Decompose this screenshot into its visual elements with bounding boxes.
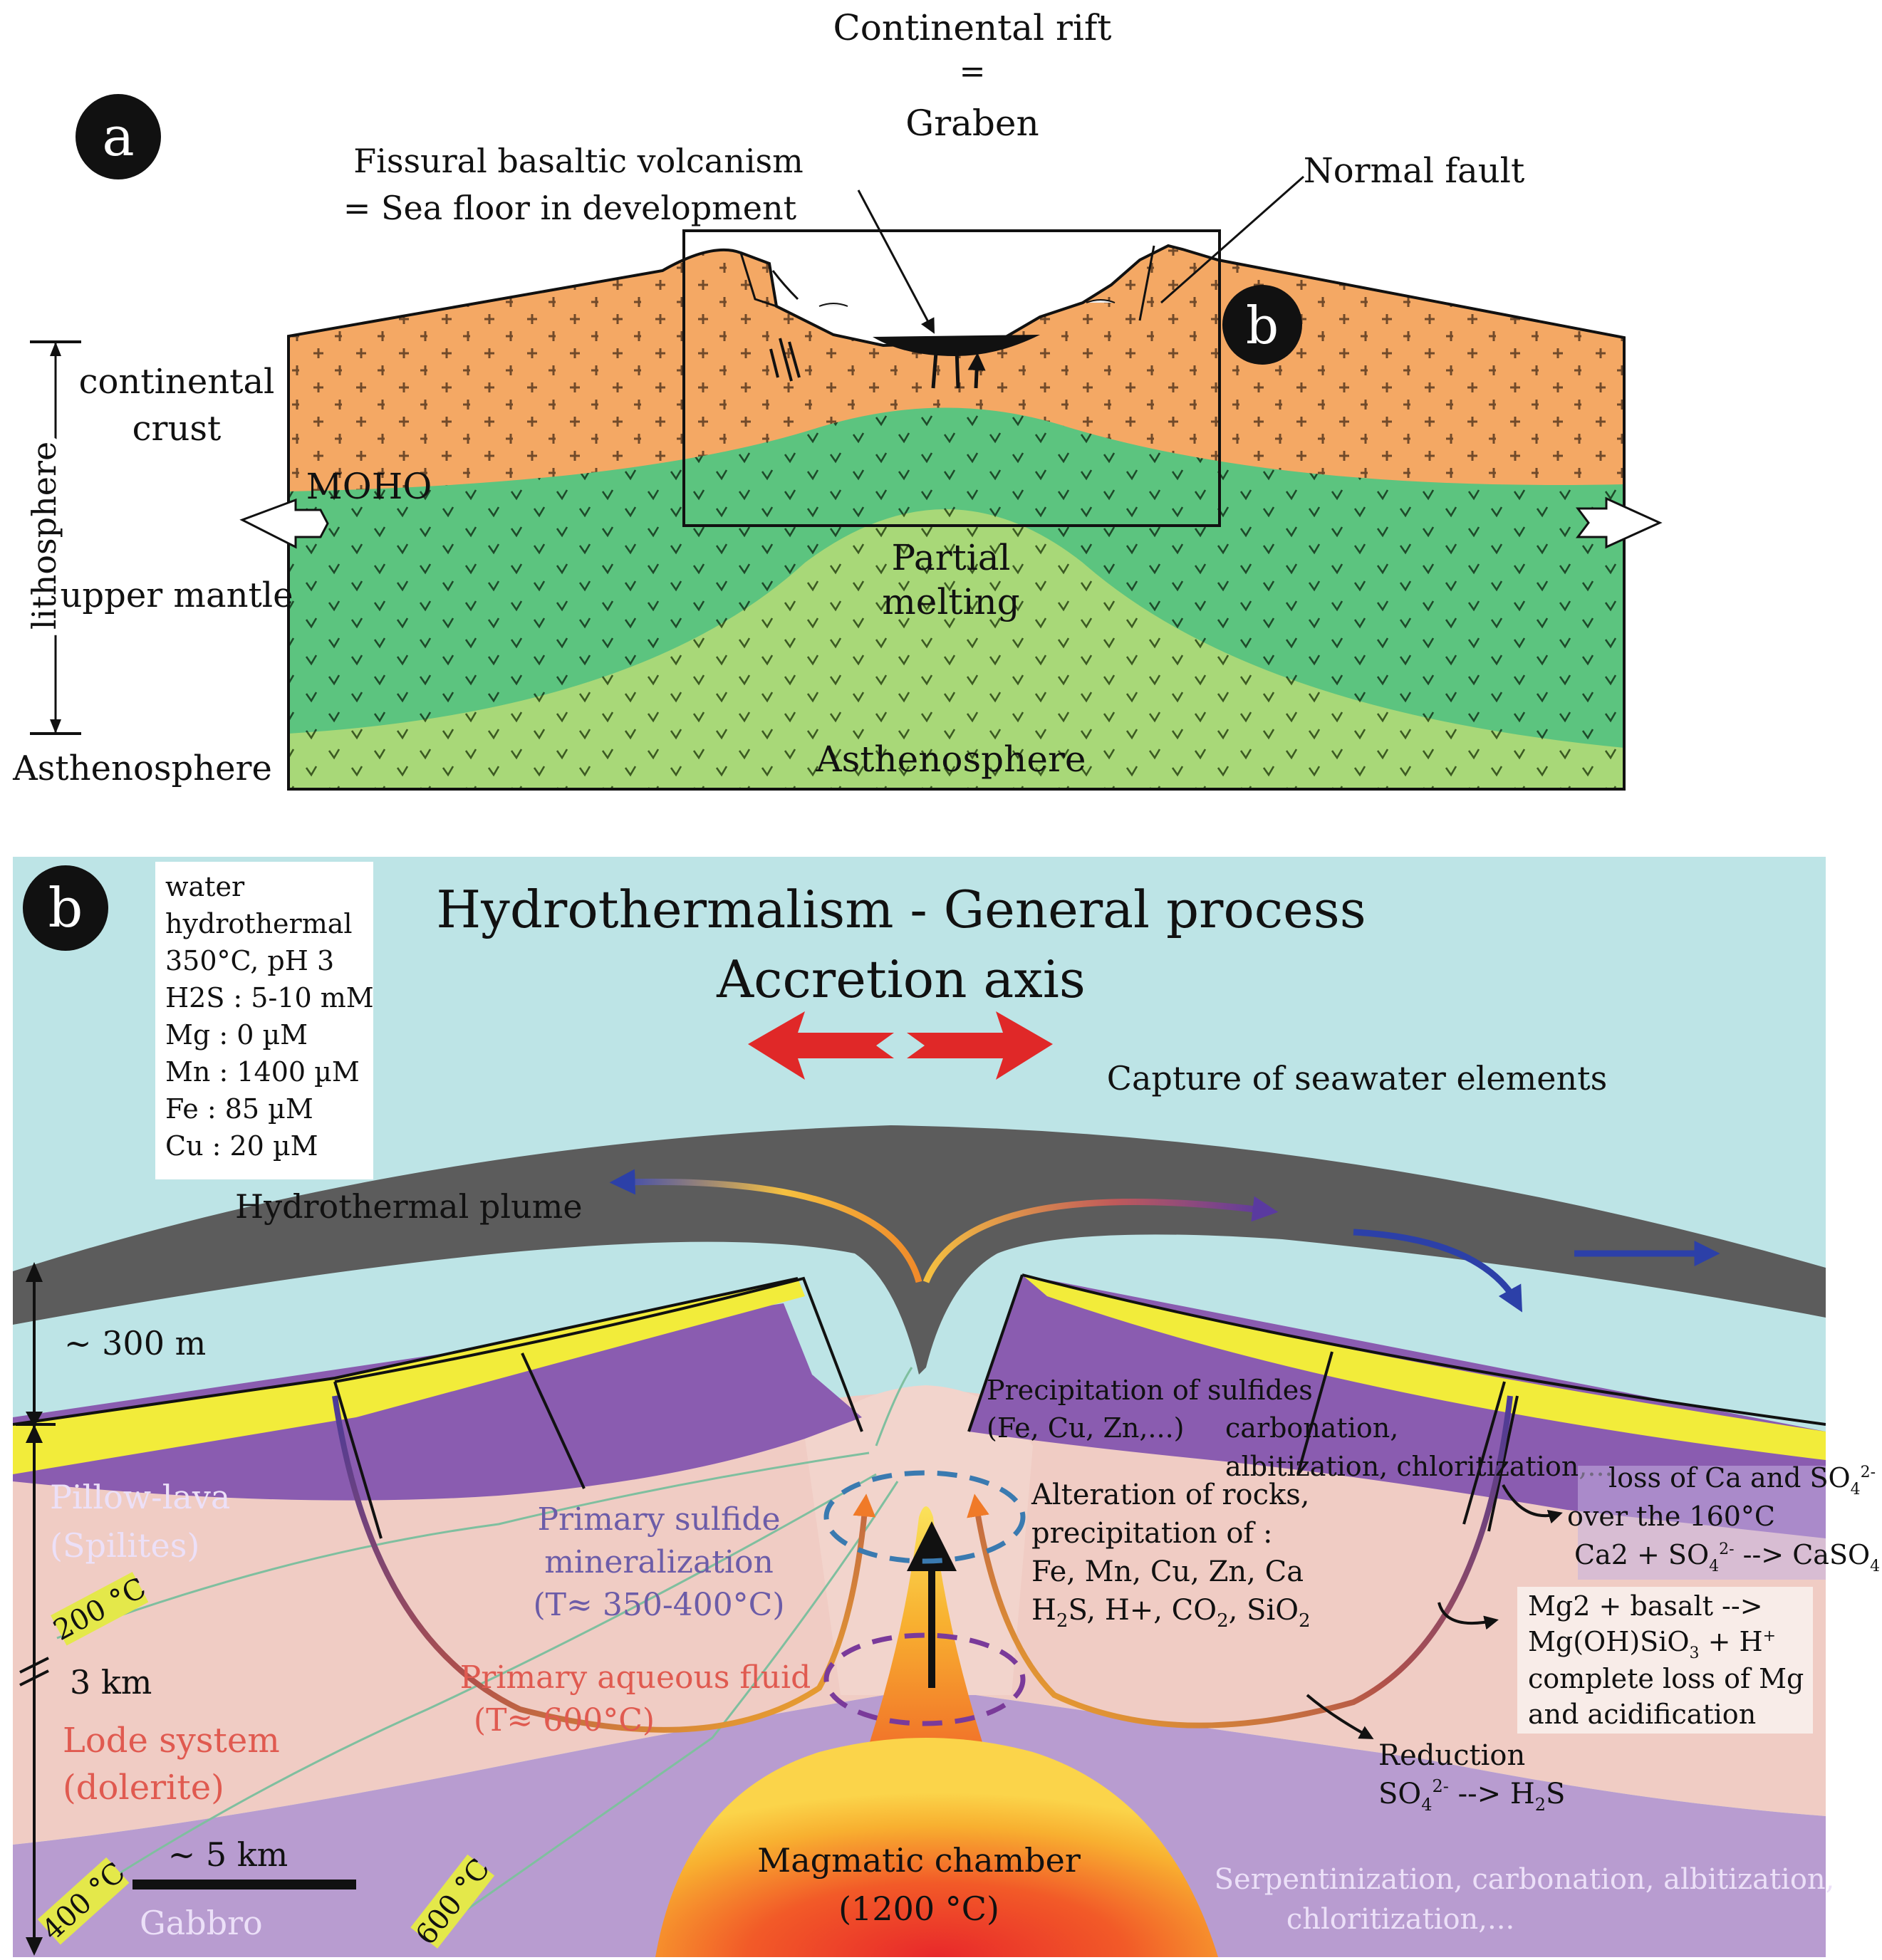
asthenosphere-center-label: Asthenosphere <box>816 739 1086 780</box>
sulfide-mineralization-label: Primary sulfide <box>537 1501 780 1538</box>
svg-text:Fe, Mn, Cu, Zn, Ca: Fe, Mn, Cu, Zn, Ca <box>1031 1555 1304 1588</box>
alteration-gases: H2S, H+, CO2, SiO2 <box>1031 1594 1311 1632</box>
fluid-line-2: hydrothermal <box>165 908 353 939</box>
hydrothermal-plume <box>13 1125 1826 1375</box>
inset-box-b <box>682 229 1221 527</box>
caso4-reaction: Ca2 + SO42- --> CaSO4 <box>1574 1539 1880 1575</box>
svg-text:complete loss of Mg: complete loss of Mg <box>1528 1663 1804 1694</box>
fluid-line-4: H2S : 5-10 mM <box>165 982 374 1013</box>
svg-text:(T≈ 600°C): (T≈ 600°C) <box>474 1702 655 1739</box>
badge-b <box>23 865 108 951</box>
basalt-flow <box>873 335 1040 356</box>
fluid-line-1: water <box>165 871 245 902</box>
accretion-arrow-right <box>907 1011 1053 1080</box>
isotherm-600 <box>427 1481 899 1939</box>
fluid-line-3: 350°C, pH 3 <box>165 945 334 976</box>
pillow-lava-label: Pillow-lava <box>50 1478 230 1516</box>
alteration-label: Alteration of rocks, <box>1031 1479 1310 1511</box>
svg-text:Graben: Graben <box>905 103 1039 144</box>
svg-text:(dolerite): (dolerite) <box>63 1768 224 1808</box>
badge-a <box>76 94 161 179</box>
svg-text:precipitation of :: precipitation of : <box>1031 1517 1272 1550</box>
fluid-line-6: Mn : 1400 µM <box>165 1056 360 1088</box>
magmatic-chamber <box>655 1738 1218 1957</box>
svg-text:(1200 °C): (1200 °C) <box>838 1889 999 1928</box>
svg-text:and acidification: and acidification <box>1528 1699 1756 1730</box>
svg-text:mineralization: mineralization <box>544 1544 774 1580</box>
upper-mantle-label: upper mantle <box>60 575 293 615</box>
magmatic-chamber-label: Magmatic chamber <box>757 1841 1081 1880</box>
fluid-line-8: Cu : 20 µM <box>165 1130 318 1162</box>
volcanism-label: Fissural basaltic volcanism <box>353 142 804 180</box>
carbonation-label: carbonation, <box>1225 1412 1398 1444</box>
serpentinization-label: Serpentinization, carbonation, albitizat… <box>1215 1863 1835 1896</box>
aqueous-fluid-zone <box>823 1632 1026 1726</box>
svg-text:= Sea floor in development: = Sea floor in development <box>343 189 797 227</box>
svg-text:over the 160°C: over the 160°C <box>1567 1501 1775 1532</box>
accretion-arrow-left <box>748 1011 894 1080</box>
svg-text:albitization, chloritization,.: albitization, chloritization,... <box>1225 1451 1613 1482</box>
title-continental-rift: Continental rift <box>833 7 1112 48</box>
loss-ca-so4-label: loss of Ca and SO42- <box>1608 1462 1876 1498</box>
moho-label: MOHO <box>306 466 432 507</box>
svg-text:(T≈ 350-400°C): (T≈ 350-400°C) <box>533 1587 784 1623</box>
precipitation-sulfides-label: Precipitation of sulfides <box>987 1375 1313 1406</box>
svg-text:=: = <box>960 53 986 90</box>
scale-label: ~ 5 km <box>168 1835 288 1874</box>
lode-system-label: Lode system <box>63 1721 280 1761</box>
isotherm-400 <box>53 1473 877 1917</box>
normal-fault-label: Normal fault <box>1304 151 1525 191</box>
svg-text:melting: melting <box>882 581 1019 622</box>
convection-cell-left <box>332 1395 876 1733</box>
loss-box <box>1578 1466 1826 1580</box>
reduction-label: Reduction <box>1378 1739 1525 1772</box>
extension-arrow-right <box>1576 496 1663 549</box>
reduction-reaction: SO42- --> H2S <box>1378 1776 1565 1815</box>
gabbro-label: Gabbro <box>140 1904 263 1942</box>
panel-b <box>13 857 1826 1957</box>
mg-reaction-label: Mg2 + basalt --> <box>1528 1590 1763 1622</box>
extension-arrow-left <box>239 498 329 549</box>
capture-label: Capture of seawater elements <box>1107 1059 1607 1098</box>
convection-cell-right <box>967 1395 1513 1729</box>
depth-300-label: ~ 300 m <box>64 1324 206 1362</box>
asthenosphere-left-label: Asthenosphere <box>12 749 272 788</box>
mg-product: Mg(OH)SiO3 + H+ <box>1528 1626 1776 1662</box>
svg-text:a: a <box>102 105 134 168</box>
subtitle-accretion-axis: Accretion axis <box>716 949 1086 1009</box>
svg-text:(Spilites): (Spilites) <box>50 1526 199 1565</box>
inset-badge-b <box>1222 285 1302 365</box>
fluid-line-5: Mg : 0 µM <box>165 1019 308 1051</box>
fluid-composition-box <box>155 862 373 1179</box>
sulfide-zone <box>823 1470 1026 1564</box>
lithosphere-label: lithosphere <box>25 442 63 630</box>
primary-aqueous-fluid-label: Primary aqueous fluid <box>460 1659 811 1696</box>
svg-text:crust: crust <box>132 409 222 449</box>
panel-a: a b Continental rift = Graben Fissural b… <box>12 7 1663 791</box>
svg-text:b: b <box>48 876 83 939</box>
panel-b-labels: b water hydrothermal 350°C, pH 3 H2S : 5… <box>23 862 1880 1951</box>
title-hydrothermalism: Hydrothermalism - General process <box>436 880 1366 939</box>
depth-3km-label: 3 km <box>70 1663 152 1701</box>
crust-label: continental <box>79 362 275 402</box>
plume-label: Hydrothermal plume <box>235 1187 583 1226</box>
svg-text:(Fe, Cu, Zn,...): (Fe, Cu, Zn,...) <box>987 1412 1185 1444</box>
magma-rise <box>862 1506 990 1766</box>
sediment-right <box>1022 1275 1826 1460</box>
isotherm-200 <box>56 1451 870 1640</box>
partial-melting-label: Partial <box>892 537 1011 578</box>
svg-text:b: b <box>1246 296 1279 355</box>
mg-box <box>1517 1587 1813 1734</box>
svg-text:chloritization,...: chloritization,... <box>1286 1903 1514 1936</box>
fluid-line-7: Fe : 85 µM <box>165 1093 313 1125</box>
